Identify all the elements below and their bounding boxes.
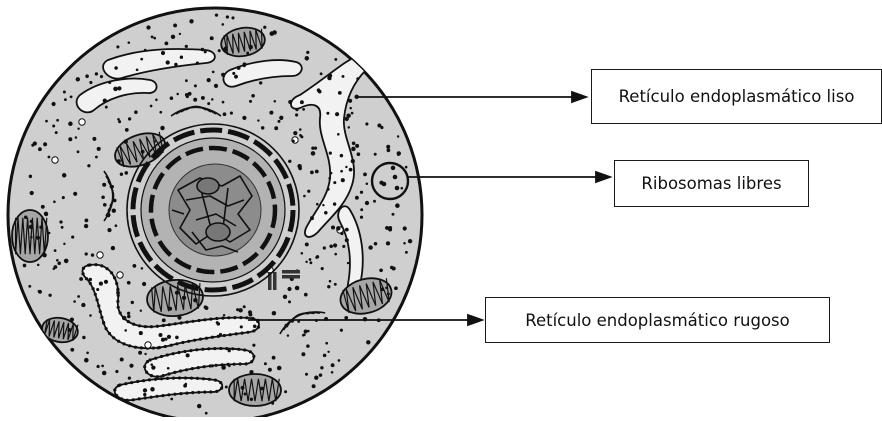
rough-er-label-text: Retículo endoplasmático rugoso	[525, 311, 789, 330]
smooth-er-label-text: Retículo endoplasmático liso	[619, 87, 855, 106]
free-ribosomes-label: Ribosomas libres	[614, 160, 809, 207]
ribosome-dot	[395, 186, 400, 191]
vesicle	[97, 252, 103, 258]
mitochondrion	[12, 210, 48, 262]
ribosome-dot	[382, 182, 387, 187]
ribosome-dot	[393, 175, 398, 180]
rough-er-label: Retículo endoplasmático rugoso	[485, 297, 830, 343]
vesicle	[117, 272, 123, 278]
vesicle	[79, 119, 85, 125]
nucleolus	[169, 164, 261, 256]
vesicle	[52, 157, 58, 163]
vesicle	[145, 342, 151, 348]
smooth-er-label: Retículo endoplasmático liso	[591, 69, 882, 124]
mitochondrion	[229, 374, 281, 406]
free-ribosomes-label-text: Ribosomas libres	[641, 174, 781, 193]
